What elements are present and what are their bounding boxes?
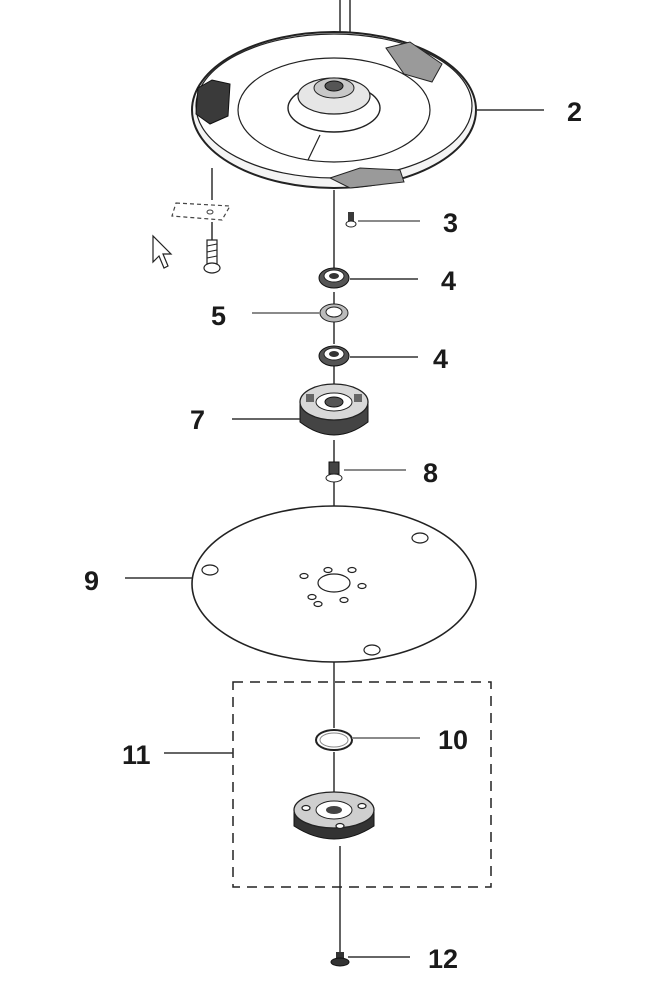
mouse-cursor-icon — [152, 234, 173, 269]
base-plate-part — [191, 505, 477, 663]
lower-hub-part — [293, 791, 375, 840]
upper-bearing-part — [318, 267, 350, 289]
blade-and-screw — [171, 168, 232, 274]
part-number-9: 9 — [84, 566, 99, 596]
part-number-5: 5 — [211, 301, 226, 331]
bottom-screw-part — [330, 952, 350, 967]
lower-bearing-part — [318, 345, 350, 367]
part-number-8: 8 — [423, 458, 438, 488]
part-number-2: 2 — [567, 97, 582, 127]
small-screw-part — [345, 212, 357, 228]
spacer-part — [319, 303, 349, 323]
hub-screw-part — [325, 461, 343, 483]
kit-dashed-box — [232, 681, 492, 888]
part-number-7: 7 — [190, 405, 205, 435]
part-number-12: 12 — [428, 944, 458, 974]
washer-ring-part — [315, 729, 353, 751]
central-axis — [333, 190, 341, 954]
part-number-4-lower: 4 — [433, 344, 448, 374]
part-number-4-upper: 4 — [441, 266, 456, 296]
cutting-disc-part — [191, 31, 477, 189]
part-number-10: 10 — [438, 725, 468, 755]
part-number-labels: 2 3 4 5 4 7 8 9 10 11 12 — [84, 97, 582, 974]
leader-lines — [125, 109, 544, 958]
hub-part — [299, 383, 369, 436]
part-number-11: 11 — [122, 740, 151, 770]
part-number-3: 3 — [443, 208, 458, 238]
